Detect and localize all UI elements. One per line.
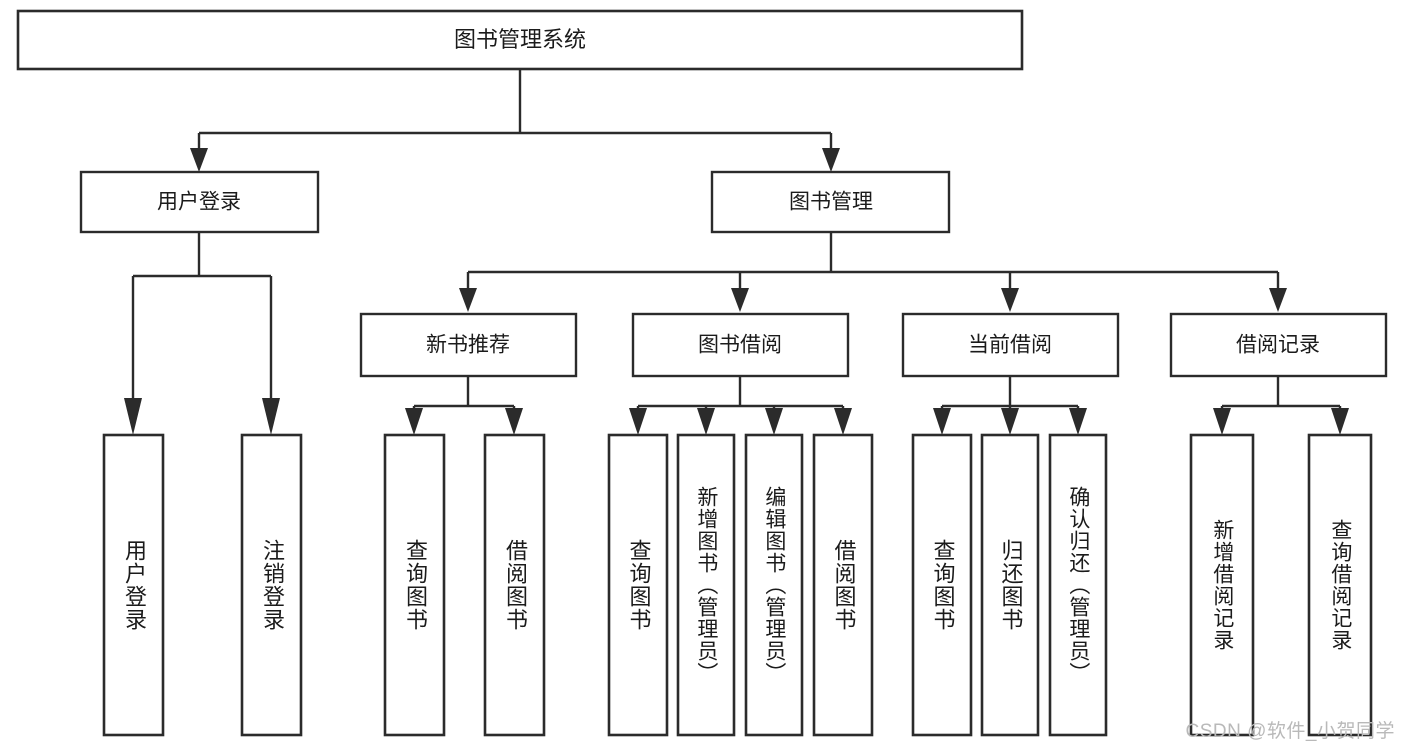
new-book-recommend-label: 新书推荐 bbox=[426, 334, 510, 357]
node-user-login[interactable]: 用户登录 bbox=[79, 170, 320, 234]
current-borrow-box[interactable] bbox=[901, 312, 1120, 378]
user-login-box[interactable] bbox=[79, 170, 320, 234]
arrow-head-book-borrow bbox=[731, 288, 749, 312]
arrow-head-leaf-query-book-1 bbox=[405, 408, 423, 435]
arrow-head-user-login bbox=[190, 148, 208, 172]
borrow-record-label: 借阅记录 bbox=[1236, 334, 1320, 357]
leaf-box-confirm-return[interactable] bbox=[1048, 433, 1108, 737]
new-book-recommend-box[interactable] bbox=[359, 312, 578, 378]
book-manage-box[interactable] bbox=[710, 170, 951, 234]
arrow-head-leaf-borrow-book-1 bbox=[505, 408, 523, 435]
arrow-head-leaf-logout-login bbox=[262, 398, 280, 435]
arrow-head-leaf-query-record bbox=[1331, 408, 1349, 435]
current-borrow-label: 当前借阅 bbox=[968, 334, 1052, 357]
arrow-head-new-book-recommend bbox=[459, 288, 477, 312]
arrow-head-leaf-query-book-2 bbox=[629, 408, 647, 435]
arrow-head-leaf-user-login bbox=[124, 398, 142, 435]
leaf-box-borrow-book-2[interactable] bbox=[812, 433, 874, 737]
arrow-head-leaf-borrow-book-2 bbox=[834, 408, 852, 435]
node-borrow-record[interactable]: 借阅记录 bbox=[1169, 312, 1388, 378]
arrow-head-leaf-query-book-3 bbox=[933, 408, 951, 435]
leaf-box-return-book[interactable] bbox=[980, 433, 1040, 737]
user-login-label: 用户登录 bbox=[157, 191, 241, 214]
arrow-head-leaf-add-record bbox=[1213, 408, 1231, 435]
arrow-head-book-manage bbox=[822, 148, 840, 172]
leaf-box-logout-login[interactable] bbox=[240, 433, 303, 737]
root-box[interactable] bbox=[16, 9, 1024, 71]
connectors bbox=[124, 69, 1349, 435]
leaf-box-query-record[interactable] bbox=[1307, 433, 1373, 737]
csdn-watermark: CSDN @软件_小贺同学 bbox=[1185, 721, 1395, 742]
node-new-book-recommend[interactable]: 新书推荐 bbox=[359, 312, 578, 378]
arrow-head-leaf-confirm-return bbox=[1069, 408, 1087, 435]
arrow-head-leaf-edit-book bbox=[765, 408, 783, 435]
borrow-record-box[interactable] bbox=[1169, 312, 1388, 378]
root-label: 图书管理系统 bbox=[454, 27, 586, 52]
node-book-borrow[interactable]: 图书借阅 bbox=[631, 312, 850, 378]
book-borrow-box[interactable] bbox=[631, 312, 850, 378]
node-current-borrow[interactable]: 当前借阅 bbox=[901, 312, 1120, 378]
node-root[interactable]: 图书管理系统 bbox=[16, 9, 1024, 71]
leaf-box-add-record[interactable] bbox=[1189, 433, 1255, 737]
leaf-box-add-book[interactable] bbox=[676, 433, 736, 737]
arrow-head-leaf-return-book bbox=[1001, 408, 1019, 435]
arrow-head-current-borrow bbox=[1001, 288, 1019, 312]
arrow-head-leaf-add-book bbox=[697, 408, 715, 435]
book-manage-label: 图书管理 bbox=[789, 191, 873, 214]
leaf-box-user-login[interactable] bbox=[102, 433, 165, 737]
leaf-box-query-book-3[interactable] bbox=[911, 433, 973, 737]
book-borrow-label: 图书借阅 bbox=[698, 334, 782, 357]
leaf-box-query-book-1[interactable] bbox=[383, 433, 446, 737]
leaf-box-edit-book[interactable] bbox=[744, 433, 804, 737]
leaf-box-borrow-book-1[interactable] bbox=[483, 433, 546, 737]
leaf-boxes bbox=[102, 433, 1373, 737]
leaf-box-query-book-2[interactable] bbox=[607, 433, 669, 737]
arrow-head-borrow-record bbox=[1269, 288, 1287, 312]
node-book-manage[interactable]: 图书管理 bbox=[710, 170, 951, 234]
